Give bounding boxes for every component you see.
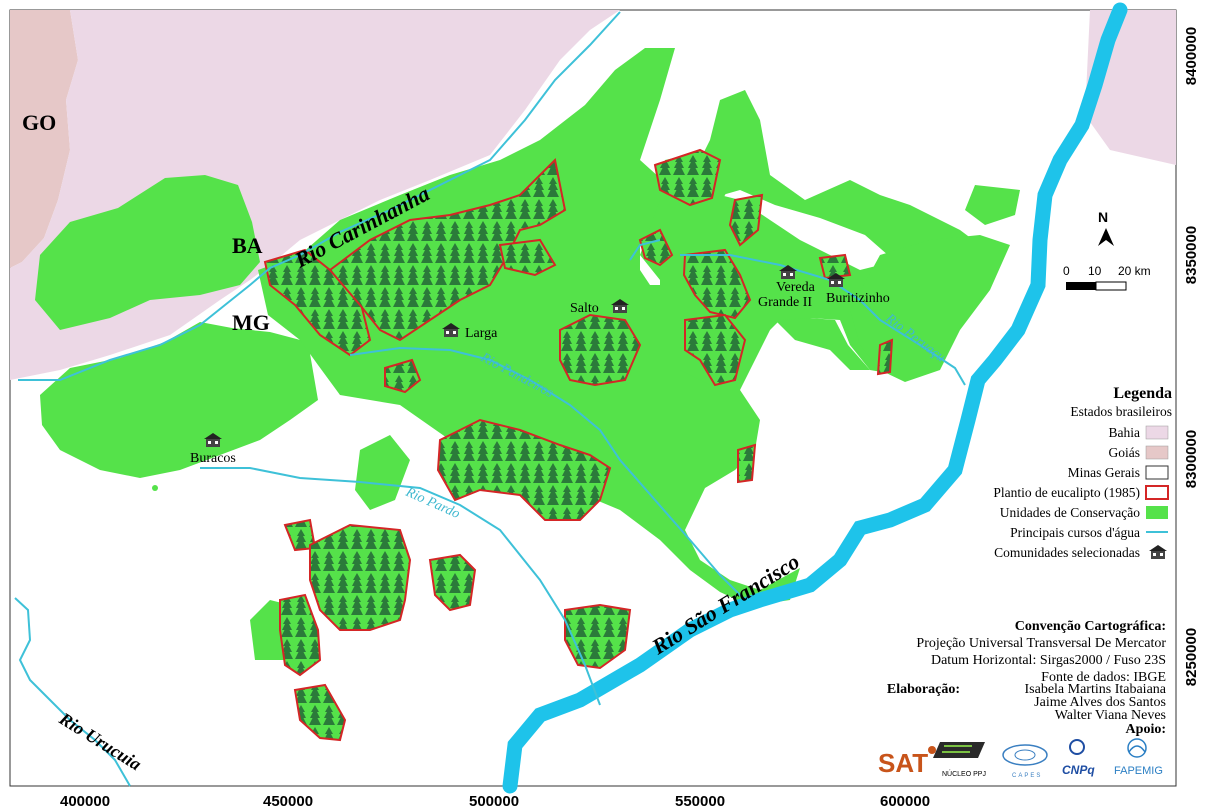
y-tick-label: 8400000 bbox=[1183, 27, 1200, 85]
convention-support-label: Apoio: bbox=[1126, 722, 1166, 737]
nucleo-ppj-logo: NÚCLEO PPJ bbox=[933, 742, 986, 778]
state-label-ba: BA bbox=[232, 233, 263, 258]
scale-tick-20: 20 km bbox=[1118, 264, 1151, 278]
legend-title: Legenda bbox=[1113, 385, 1172, 402]
convention-elaboration-label: Elaboração: bbox=[887, 682, 960, 697]
support-logos: SAT NÚCLEO PPJ CAPES CNPq FAPEMIG bbox=[878, 738, 1163, 779]
x-tick-label: 600000 bbox=[880, 793, 930, 810]
community-vereda-grande: Grande II bbox=[758, 295, 812, 310]
north-arrow-icon: N bbox=[1098, 209, 1114, 246]
convention-author-3: Walter Viana Neves bbox=[1055, 708, 1166, 723]
y-tick-label: 8350000 bbox=[1183, 226, 1200, 284]
scale-tick-0: 0 bbox=[1063, 264, 1070, 278]
legend: Legenda Estados brasileiros Bahia Goiás … bbox=[993, 385, 1172, 560]
legend-label-bahia: Bahia bbox=[1109, 425, 1141, 440]
legend-label-minas: Minas Gerais bbox=[1068, 465, 1140, 480]
community-buritizinho: Buritizinho bbox=[826, 291, 890, 306]
legend-label-rivers: Principais cursos d'água bbox=[1010, 525, 1140, 540]
x-tick-label: 450000 bbox=[263, 793, 313, 810]
legend-swatch-goias bbox=[1145, 445, 1169, 460]
legend-swatch-minas bbox=[1145, 465, 1169, 480]
legend-label-plantation: Plantio de eucalipto (1985) bbox=[993, 485, 1140, 500]
cnpq-logo: CNPq bbox=[1062, 739, 1095, 777]
x-tick-label: 400000 bbox=[60, 793, 110, 810]
scale-tick-10: 10 bbox=[1088, 264, 1102, 278]
rivers bbox=[14, 11, 966, 787]
convention-source: Fonte de dados: IBGE bbox=[1041, 670, 1166, 685]
sao-francisco-river bbox=[502, 2, 1128, 794]
sat-logo: SAT bbox=[878, 746, 936, 778]
x-axis-labels: 400000 450000 500000 550000 600000 bbox=[60, 793, 930, 810]
y-axis-labels: 8400000 8350000 8300000 8250000 bbox=[1183, 27, 1200, 686]
svg-text:CNPq: CNPq bbox=[1062, 763, 1095, 777]
svg-text:FAPEMIG: FAPEMIG bbox=[1114, 765, 1163, 777]
convention-projection: Projeção Universal Transversal De Mercat… bbox=[916, 636, 1166, 651]
svg-text:CAPES: CAPES bbox=[1012, 773, 1042, 779]
community-vereda: Vereda bbox=[776, 280, 816, 295]
goias-region bbox=[10, 10, 78, 268]
legend-swatch-bahia bbox=[1145, 425, 1169, 440]
convention-title: Convenção Cartográfica: bbox=[1015, 619, 1166, 634]
svg-text:NÚCLEO PPJ: NÚCLEO PPJ bbox=[942, 769, 986, 778]
svg-text:N: N bbox=[1098, 209, 1108, 225]
cartographic-convention: Convenção Cartográfica: Projeção Univers… bbox=[887, 619, 1167, 737]
x-tick-label: 550000 bbox=[675, 793, 725, 810]
legend-label-communities: Comunidades selecionadas bbox=[994, 545, 1140, 560]
community-salto: Salto bbox=[570, 301, 599, 316]
state-label-mg: MG bbox=[232, 310, 270, 335]
convention-author-1: Isabela Martins Itabaiana bbox=[1025, 682, 1167, 697]
legend-subtitle: Estados brasileiros bbox=[1070, 404, 1172, 419]
convention-author-2: Jaime Alves dos Santos bbox=[1034, 695, 1166, 710]
legend-label-uc: Unidades de Conservação bbox=[1000, 505, 1140, 520]
svg-text:SAT: SAT bbox=[878, 748, 928, 778]
y-tick-label: 8250000 bbox=[1183, 628, 1200, 686]
x-tick-label: 500000 bbox=[469, 793, 519, 810]
y-tick-label: 8300000 bbox=[1183, 430, 1200, 488]
legend-label-goias: Goiás bbox=[1109, 445, 1141, 460]
eucalyptus-plantations bbox=[263, 148, 894, 742]
legend-swatch-plantation bbox=[1145, 485, 1169, 500]
capes-logo: CAPES bbox=[1002, 744, 1048, 779]
convention-datum: Datum Horizontal: Sirgas2000 / Fuso 23S bbox=[931, 653, 1166, 668]
community-larga: Larga bbox=[465, 326, 498, 341]
state-label-go: GO bbox=[22, 110, 56, 135]
community-buracos: Buracos bbox=[190, 451, 236, 466]
fapemig-logo: FAPEMIG bbox=[1114, 738, 1163, 777]
scale-bar: 0 10 20 km bbox=[1063, 264, 1151, 291]
legend-swatch-uc bbox=[1146, 506, 1168, 519]
